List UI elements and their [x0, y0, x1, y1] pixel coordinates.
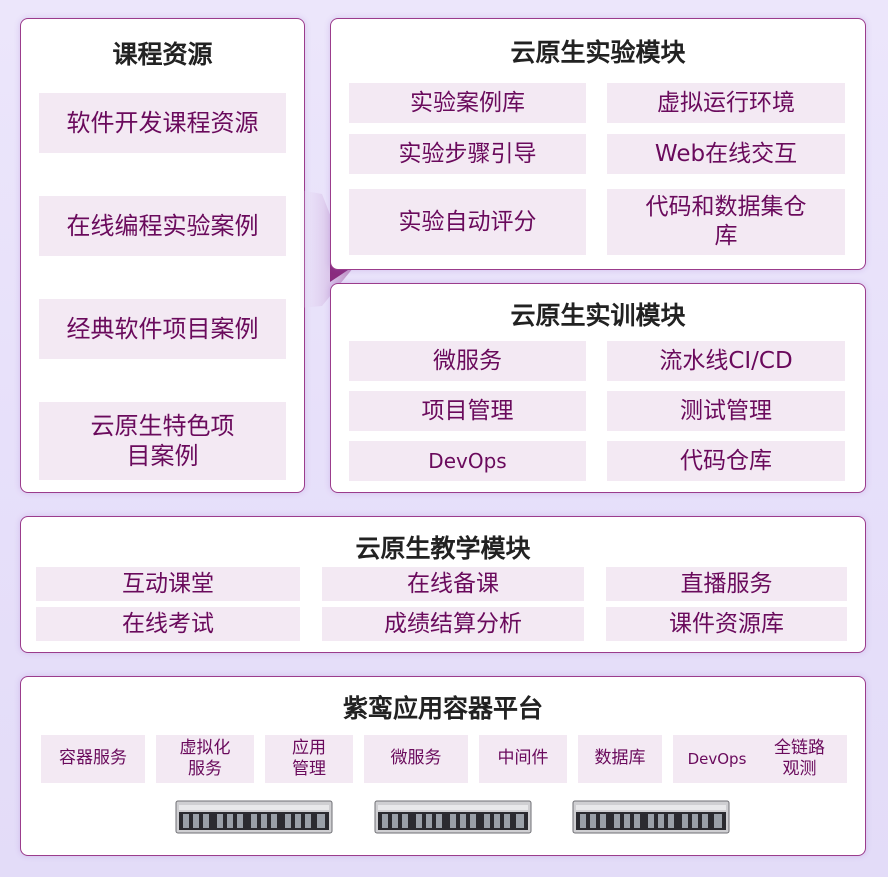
course-resources-panel: 课程资源 软件开发课程资源 在线编程实验案例 经典软件项目案例 云原生特色项目案…: [20, 18, 305, 493]
teaching-module-title: 云原生教学模块: [355, 534, 531, 563]
teaching-item-interactive-class[interactable]: 互动课堂: [36, 567, 300, 601]
lab-item-auto-grading[interactable]: 实验自动评分: [349, 189, 586, 255]
server-rack-icon: [175, 800, 333, 834]
server-rack-icon: [374, 800, 532, 834]
platform-item-container-service[interactable]: 容器服务: [41, 735, 145, 783]
lab-item-web-interaction[interactable]: Web在线交互: [607, 134, 845, 174]
lab-item-case-library[interactable]: 实验案例库: [349, 83, 586, 123]
training-item-project-mgmt[interactable]: 项目管理: [349, 391, 586, 431]
container-platform-title: 紫鸾应用容器平台: [342, 694, 543, 723]
teaching-module-panel: 云原生教学模块 互动课堂 在线备课 直播服务 在线考试 成绩结算分析 课件资源库: [20, 516, 866, 653]
course-item-online-coding[interactable]: 在线编程实验案例: [39, 196, 286, 256]
teaching-item-grade-analysis[interactable]: 成绩结算分析: [322, 607, 584, 641]
platform-item-microservices[interactable]: 微服务: [364, 735, 468, 783]
training-item-microservices[interactable]: 微服务: [349, 341, 586, 381]
teaching-item-live-service[interactable]: 直播服务: [606, 567, 847, 601]
course-item-cloud-native-projects[interactable]: 云原生特色项目案例: [39, 402, 286, 480]
teaching-item-online-exam[interactable]: 在线考试: [36, 607, 300, 641]
lab-item-virtual-env[interactable]: 虚拟运行环境: [607, 83, 845, 123]
lab-module-title: 云原生实验模块: [510, 38, 686, 67]
platform-item-full-link-observability[interactable]: 全链路观测: [752, 735, 847, 783]
training-item-pipeline-cicd[interactable]: 流水线CI/CD: [607, 341, 845, 381]
course-item-classic-projects[interactable]: 经典软件项目案例: [39, 299, 286, 359]
platform-item-middleware[interactable]: 中间件: [479, 735, 567, 783]
platform-item-virtualization[interactable]: 虚拟化服务: [156, 735, 254, 783]
training-item-code-repo[interactable]: 代码仓库: [607, 441, 845, 481]
lab-module-panel: 云原生实验模块 实验案例库 虚拟运行环境 实验步骤引导 Web在线交互 实验自动…: [330, 18, 866, 270]
lab-item-code-data-repo[interactable]: 代码和数据集仓库: [607, 189, 845, 255]
server-rack-icon: [572, 800, 730, 834]
container-platform-panel: 紫鸾应用容器平台 容器服务 虚拟化服务 应用管理 微服务 中间件 数据库 Dev…: [20, 676, 866, 856]
training-item-devops[interactable]: DevOps: [349, 441, 586, 481]
training-module-panel: 云原生实训模块 微服务 流水线CI/CD 项目管理 测试管理 DevOps 代码…: [330, 283, 866, 493]
platform-item-app-management[interactable]: 应用管理: [265, 735, 353, 783]
teaching-item-courseware-library[interactable]: 课件资源库: [606, 607, 847, 641]
course-resources-title: 课程资源: [112, 40, 213, 69]
training-item-test-mgmt[interactable]: 测试管理: [607, 391, 845, 431]
platform-item-devops[interactable]: DevOps: [673, 735, 761, 783]
training-module-title: 云原生实训模块: [510, 301, 686, 330]
course-item-software-dev[interactable]: 软件开发课程资源: [39, 93, 286, 153]
teaching-item-online-prep[interactable]: 在线备课: [322, 567, 584, 601]
lab-item-step-guide[interactable]: 实验步骤引导: [349, 134, 586, 174]
platform-item-database[interactable]: 数据库: [578, 735, 662, 783]
